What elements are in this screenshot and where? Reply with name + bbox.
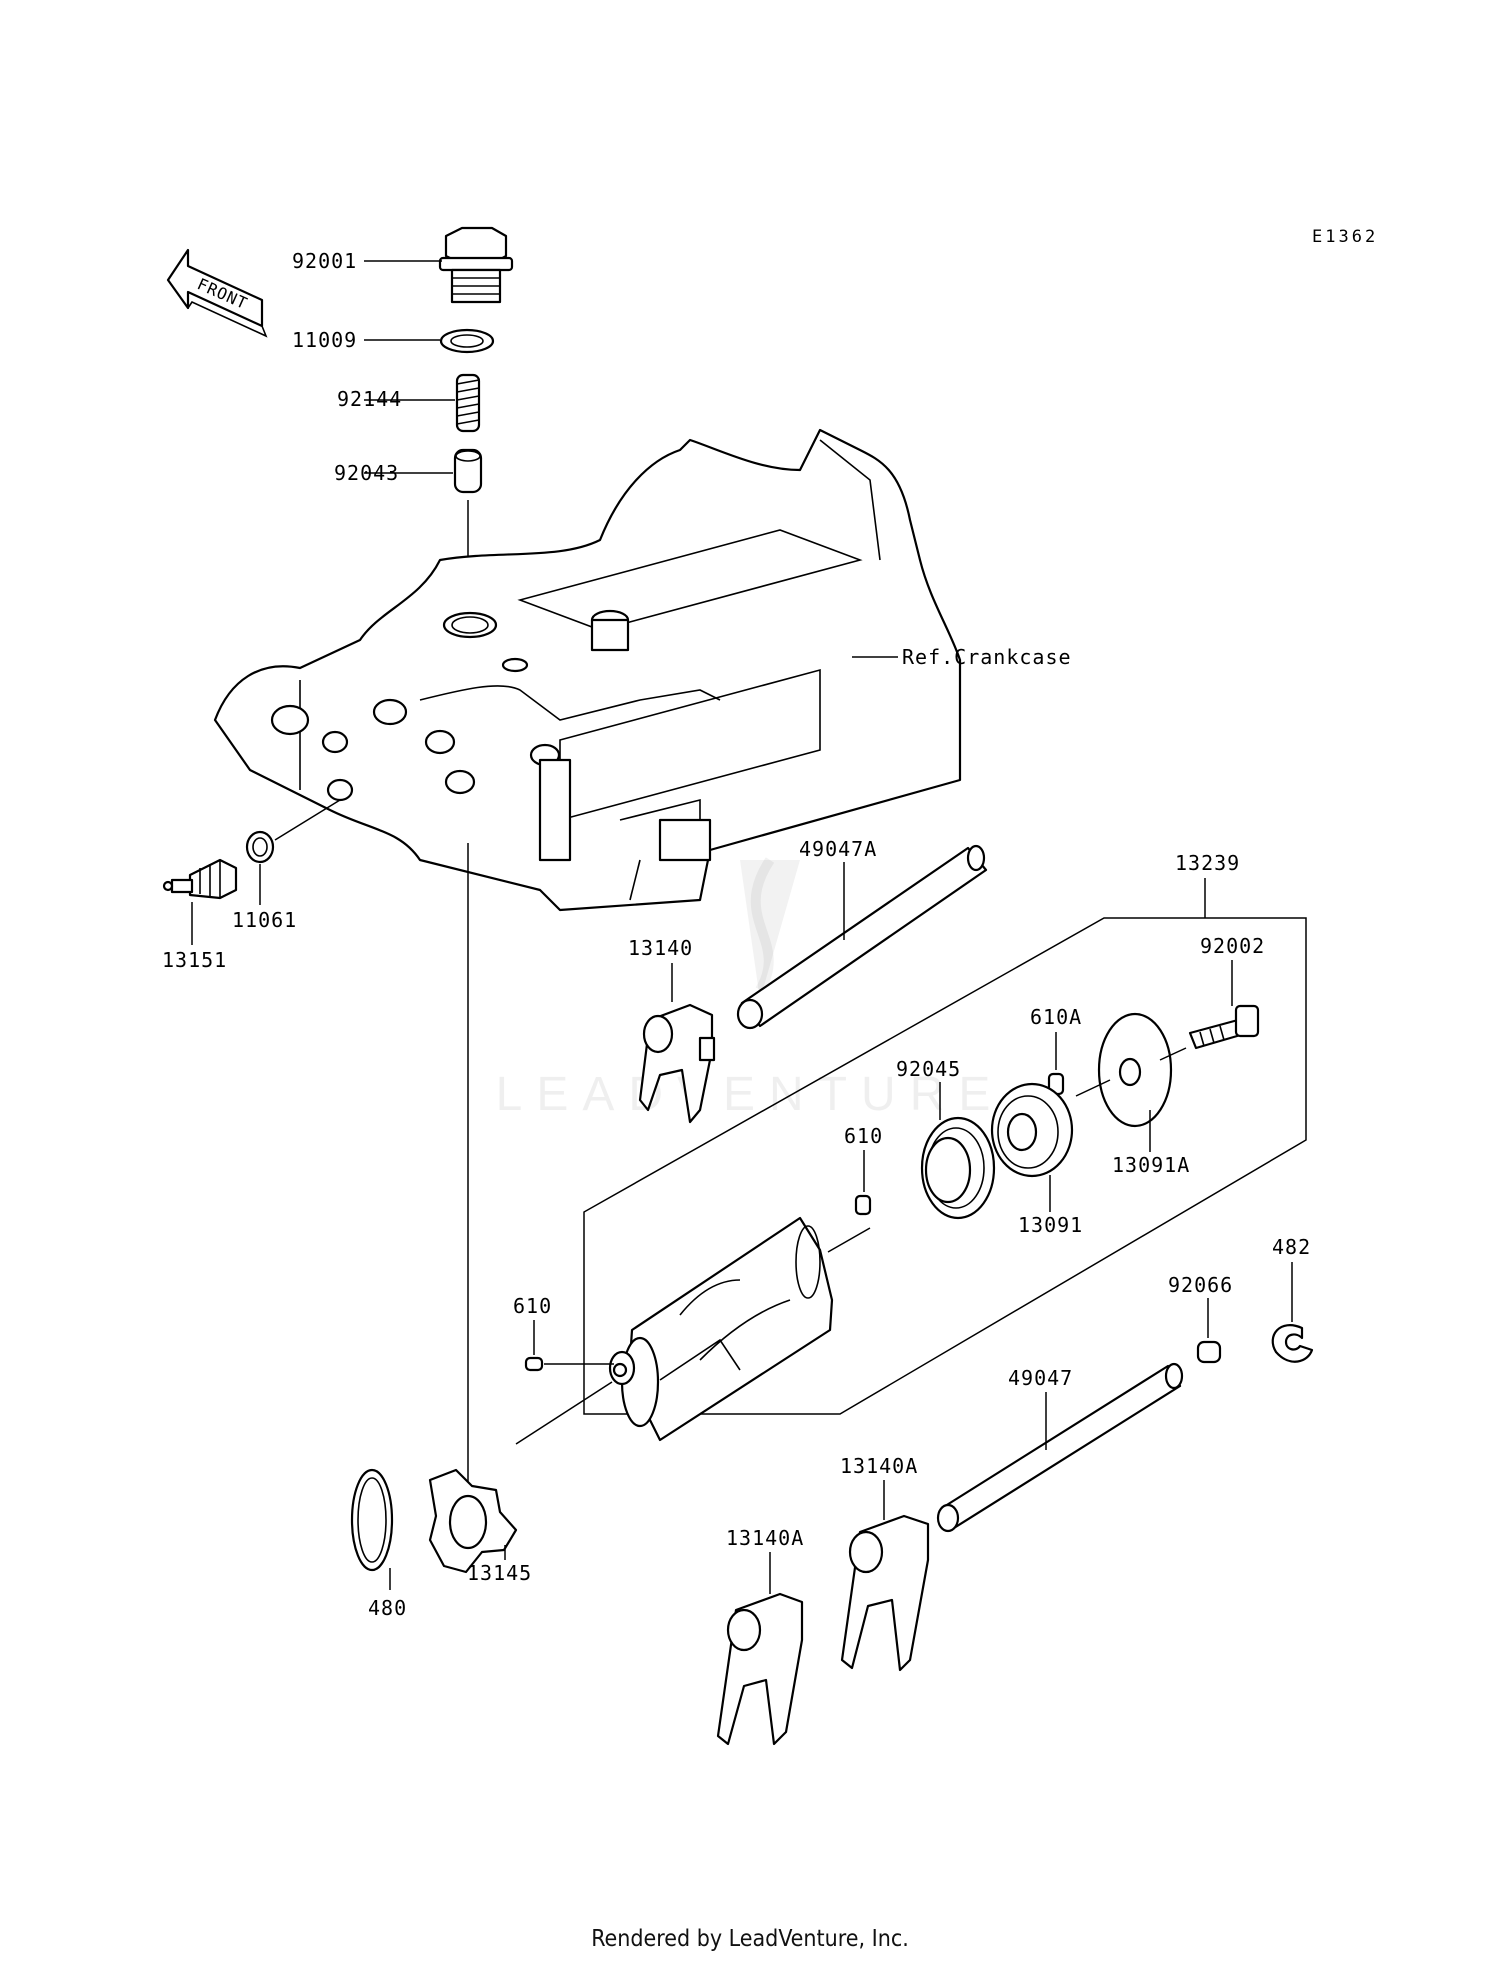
label-13140: 13140 (628, 936, 693, 960)
label-49047A: 49047A (799, 837, 877, 861)
label-92002: 92002 (1200, 934, 1265, 958)
ref-crankcase-label: Ref.Crankcase (902, 645, 1072, 669)
part-49047A-shaft[interactable] (736, 844, 988, 1030)
part-49047-shaft[interactable] (936, 1362, 1184, 1533)
label-610A: 610A (1030, 1005, 1082, 1029)
part-92144-spring[interactable] (455, 373, 481, 433)
crankcase-illustration (213, 428, 962, 912)
assembly-13239-outline (583, 917, 1307, 1415)
label-13140A-right: 13140A (840, 1454, 918, 1478)
label-13091: 13091 (1018, 1213, 1083, 1237)
shift-drum[interactable] (608, 1216, 834, 1442)
label-92066: 92066 (1168, 1273, 1233, 1297)
part-13140A-shift-fork-right[interactable] (840, 1514, 930, 1672)
part-13091-cam[interactable] (990, 1082, 1074, 1178)
diagram-code: E1362 (1312, 227, 1378, 247)
part-13151-switch[interactable] (162, 858, 238, 900)
label-13091A: 13091A (1112, 1153, 1190, 1177)
part-92066-collar[interactable] (1196, 1340, 1222, 1364)
part-13140-shift-fork[interactable] (638, 1003, 716, 1124)
label-92043: 92043 (334, 461, 399, 485)
label-13239: 13239 (1175, 851, 1240, 875)
part-482-circlip[interactable] (1271, 1324, 1314, 1363)
label-11009: 11009 (292, 328, 357, 352)
part-610-pin-upper[interactable] (854, 1194, 872, 1216)
part-11009-washer[interactable] (439, 328, 495, 354)
part-13140A-shift-fork-left[interactable] (716, 1592, 804, 1746)
part-92002-bolt[interactable] (1188, 1004, 1260, 1050)
part-13145-star-cam[interactable] (428, 1468, 518, 1574)
label-482: 482 (1272, 1235, 1311, 1259)
label-92045: 92045 (896, 1057, 961, 1081)
part-92001-bolt[interactable] (438, 226, 514, 304)
label-13140A-left: 13140A (726, 1526, 804, 1550)
label-13145: 13145 (467, 1561, 532, 1585)
part-92045-bearing[interactable] (920, 1116, 996, 1220)
part-92043-pin[interactable] (453, 448, 483, 494)
watermark-text: LEADVENTURE (496, 1068, 1005, 1121)
part-13091A-plate[interactable] (1097, 1012, 1173, 1128)
label-13151: 13151 (162, 948, 227, 972)
part-610-pin-lower[interactable] (524, 1356, 544, 1372)
footer-credit: Rendered by LeadVenture, Inc. (591, 1926, 909, 1952)
watermark: LEADVENTURE (496, 857, 1005, 1121)
label-610-upper: 610 (844, 1124, 883, 1148)
label-610-lower: 610 (513, 1294, 552, 1318)
label-49047: 49047 (1008, 1366, 1073, 1390)
part-480-circlip[interactable] (350, 1468, 394, 1572)
label-480: 480 (368, 1596, 407, 1620)
label-92144: 92144 (337, 387, 402, 411)
label-11061: 11061 (232, 908, 297, 932)
part-11061-washer[interactable] (245, 830, 275, 864)
front-arrow-icon: FRONT (166, 248, 268, 338)
label-92001: 92001 (292, 249, 357, 273)
